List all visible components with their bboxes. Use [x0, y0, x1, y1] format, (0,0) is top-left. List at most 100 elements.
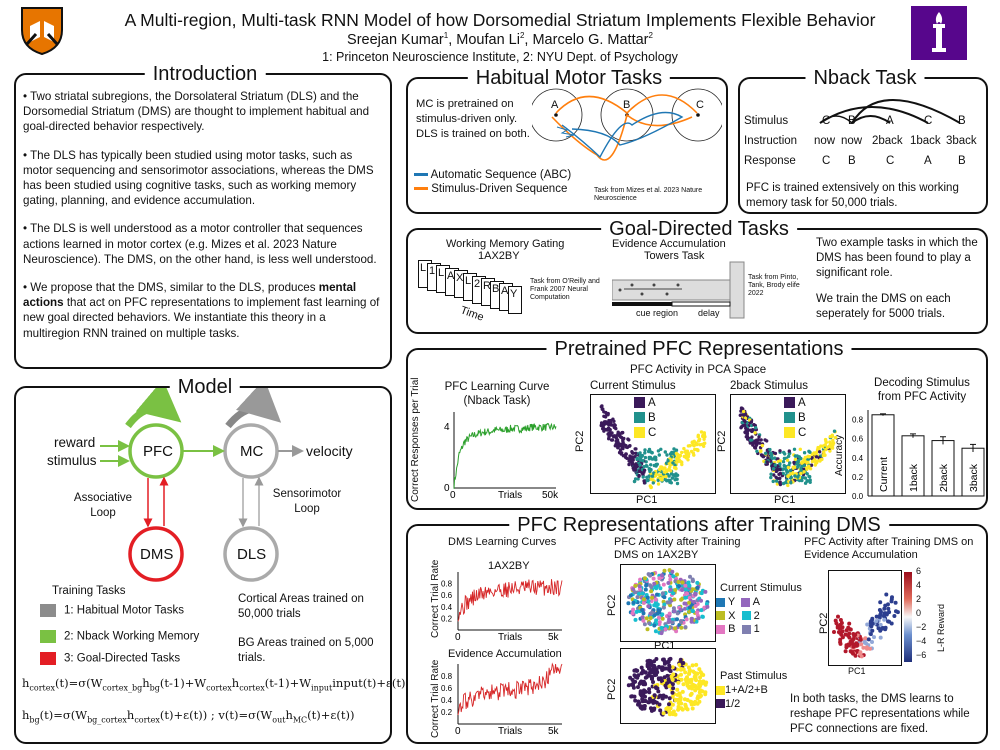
scatter-point: [680, 450, 684, 455]
scatter-point: [740, 425, 744, 429]
scatter-point: [657, 467, 662, 472]
scatter-point: [702, 441, 707, 446]
scatter-point: [702, 437, 706, 441]
scatter-point: [654, 686, 659, 690]
scatter-point: [679, 620, 683, 625]
scatter-point: [616, 445, 620, 450]
scatter-point: [653, 629, 658, 634]
pca-2back-stimulus: [730, 394, 846, 494]
scatter-point: [641, 475, 645, 479]
scatter-point: [671, 686, 676, 691]
legend-swatch: [784, 397, 795, 409]
scatter-point: [652, 659, 657, 664]
scatter-point: [667, 696, 672, 701]
scatter-point: [636, 685, 640, 690]
scatter-point: [692, 599, 696, 604]
scatter-point: [789, 475, 793, 480]
scatter-point: [671, 591, 675, 596]
scatter-point: [696, 448, 700, 453]
colorbar-tick-label: −4: [916, 636, 927, 646]
scatter-point: [663, 683, 668, 688]
scatter-point: [834, 621, 839, 626]
scatter-point: [778, 476, 782, 480]
scatter-point: [628, 444, 632, 448]
scatter-point: [766, 456, 770, 460]
scatter-point: [679, 672, 683, 677]
scatter-point: [652, 664, 657, 669]
scatter-point: [659, 476, 663, 481]
scatter-point: [651, 481, 655, 485]
scatter-point: [672, 597, 677, 602]
scatter-point: [603, 415, 608, 419]
dls-node: [223, 526, 279, 582]
scatter-point: [884, 592, 889, 597]
scatter-point: [681, 682, 686, 687]
scatter-point: [742, 418, 746, 423]
scatter-point: [654, 618, 659, 623]
scatter-point: [633, 617, 638, 622]
y-axis-label: PC2: [574, 430, 586, 452]
scatter-point: [774, 475, 778, 479]
scatter-point: [642, 479, 646, 483]
scatter-point: [617, 450, 622, 455]
scatter-point: [647, 700, 651, 705]
author-name: Marcelo G. Mattar: [532, 31, 649, 48]
scatter-point: [626, 601, 631, 606]
intro-paragraph: • We propose that the DMS, similar to th…: [23, 281, 380, 340]
scatter-point: [782, 463, 786, 468]
scatter-point: [675, 481, 680, 486]
scatter-point: [705, 604, 710, 609]
scatter-point: [649, 485, 653, 489]
scatter-point: [799, 471, 803, 476]
scatter-point: [778, 449, 782, 453]
table-cell: B: [958, 115, 966, 127]
scatter-point: [750, 435, 754, 439]
dms-node-label: DMS: [140, 546, 174, 563]
scatter-point: [882, 606, 887, 611]
legend-swatch: [716, 624, 725, 634]
scatter-point: [696, 616, 701, 621]
scatter-point: [673, 463, 677, 467]
scatter-point: [824, 447, 828, 452]
scatter-point: [646, 478, 650, 483]
scatter-point: [823, 437, 828, 442]
scatter-point: [649, 585, 654, 589]
scatter-point: [781, 471, 785, 476]
scatter-point: [858, 637, 863, 642]
scatter-point: [773, 463, 777, 467]
colorbar-tick-label: −2: [916, 622, 927, 632]
scatter-point: [675, 692, 680, 697]
scatter-point: [859, 654, 864, 659]
scatter-point: [650, 610, 655, 615]
scatter-point: [659, 447, 663, 451]
table-cell: B: [958, 155, 966, 167]
scatter-point: [668, 669, 673, 674]
colorbar-tick-label: 0: [916, 608, 922, 618]
stimulus-card: Y: [508, 286, 522, 314]
scatter-point: [840, 629, 845, 634]
scatter-point: [643, 694, 647, 699]
scatter-point: [803, 481, 808, 485]
scatter-point: [657, 453, 661, 457]
scatter-point: [671, 574, 676, 579]
section-title: Nback Task: [805, 67, 925, 89]
scatter-point: [631, 587, 636, 592]
colorbar-tick-label: 6: [916, 566, 922, 576]
scatter-point: [678, 453, 683, 458]
scatter-point: [685, 449, 690, 453]
pca-past-stimulus: [620, 648, 716, 724]
table-cell: now: [841, 135, 863, 147]
scatter-point: [675, 452, 680, 456]
scatter-point: [643, 448, 647, 452]
goal-directed-panel: Goal-Directed Tasks Working Memory Gatin…: [406, 218, 988, 334]
scatter-point: [673, 712, 678, 717]
category-label: Current: [878, 457, 890, 492]
scatter-point: [676, 697, 681, 702]
scatter-point: [689, 449, 694, 454]
scatter-point: [641, 679, 646, 684]
scatter-point: [677, 584, 682, 589]
scatter-point: [643, 455, 648, 460]
scatter-point: [697, 439, 701, 443]
y-tick-label: 0: [444, 483, 450, 494]
scatter-point: [627, 462, 631, 467]
